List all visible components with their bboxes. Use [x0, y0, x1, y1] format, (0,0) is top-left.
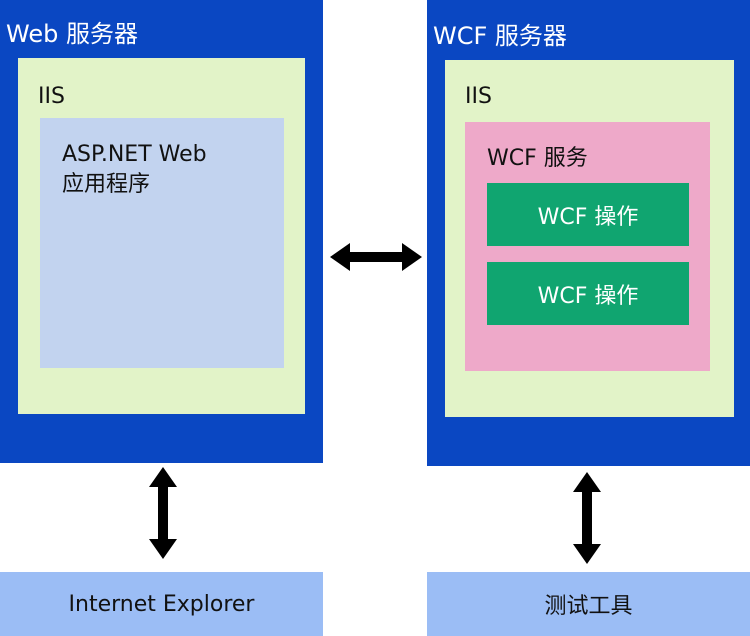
internet-explorer-client: Internet Explorer	[0, 572, 323, 636]
web-server-box: Web 服务器 IIS ASP.NET Web 应用程序	[0, 0, 323, 463]
server-link-arrow	[330, 243, 422, 271]
wcf-iis-box: IIS WCF 服务 WCF 操作 WCF 操作	[445, 60, 734, 417]
wcf-service-label: WCF 服务	[487, 146, 588, 171]
wcf-server-title: WCF 服务器	[433, 22, 567, 50]
aspnet-app-box: ASP.NET Web 应用程序	[40, 118, 284, 368]
aspnet-app-line1: ASP.NET Web	[62, 142, 207, 167]
wcf-operation-1: WCF 操作	[487, 183, 689, 246]
web-iis-box: IIS ASP.NET Web 应用程序	[18, 58, 305, 414]
web-iis-label: IIS	[38, 84, 65, 109]
wcf-service-box: WCF 服务 WCF 操作 WCF 操作	[465, 122, 710, 371]
wcf-server-box: WCF 服务器 IIS WCF 服务 WCF 操作 WCF 操作	[427, 0, 750, 466]
web-client-arrow	[149, 467, 177, 559]
test-tool-client: 测试工具	[427, 572, 750, 636]
wcf-client-arrow	[573, 472, 601, 564]
aspnet-app-line2: 应用程序	[62, 172, 151, 197]
wcf-iis-label: IIS	[465, 84, 492, 109]
wcf-operation-2: WCF 操作	[487, 262, 689, 325]
web-server-title: Web 服务器	[6, 20, 138, 48]
